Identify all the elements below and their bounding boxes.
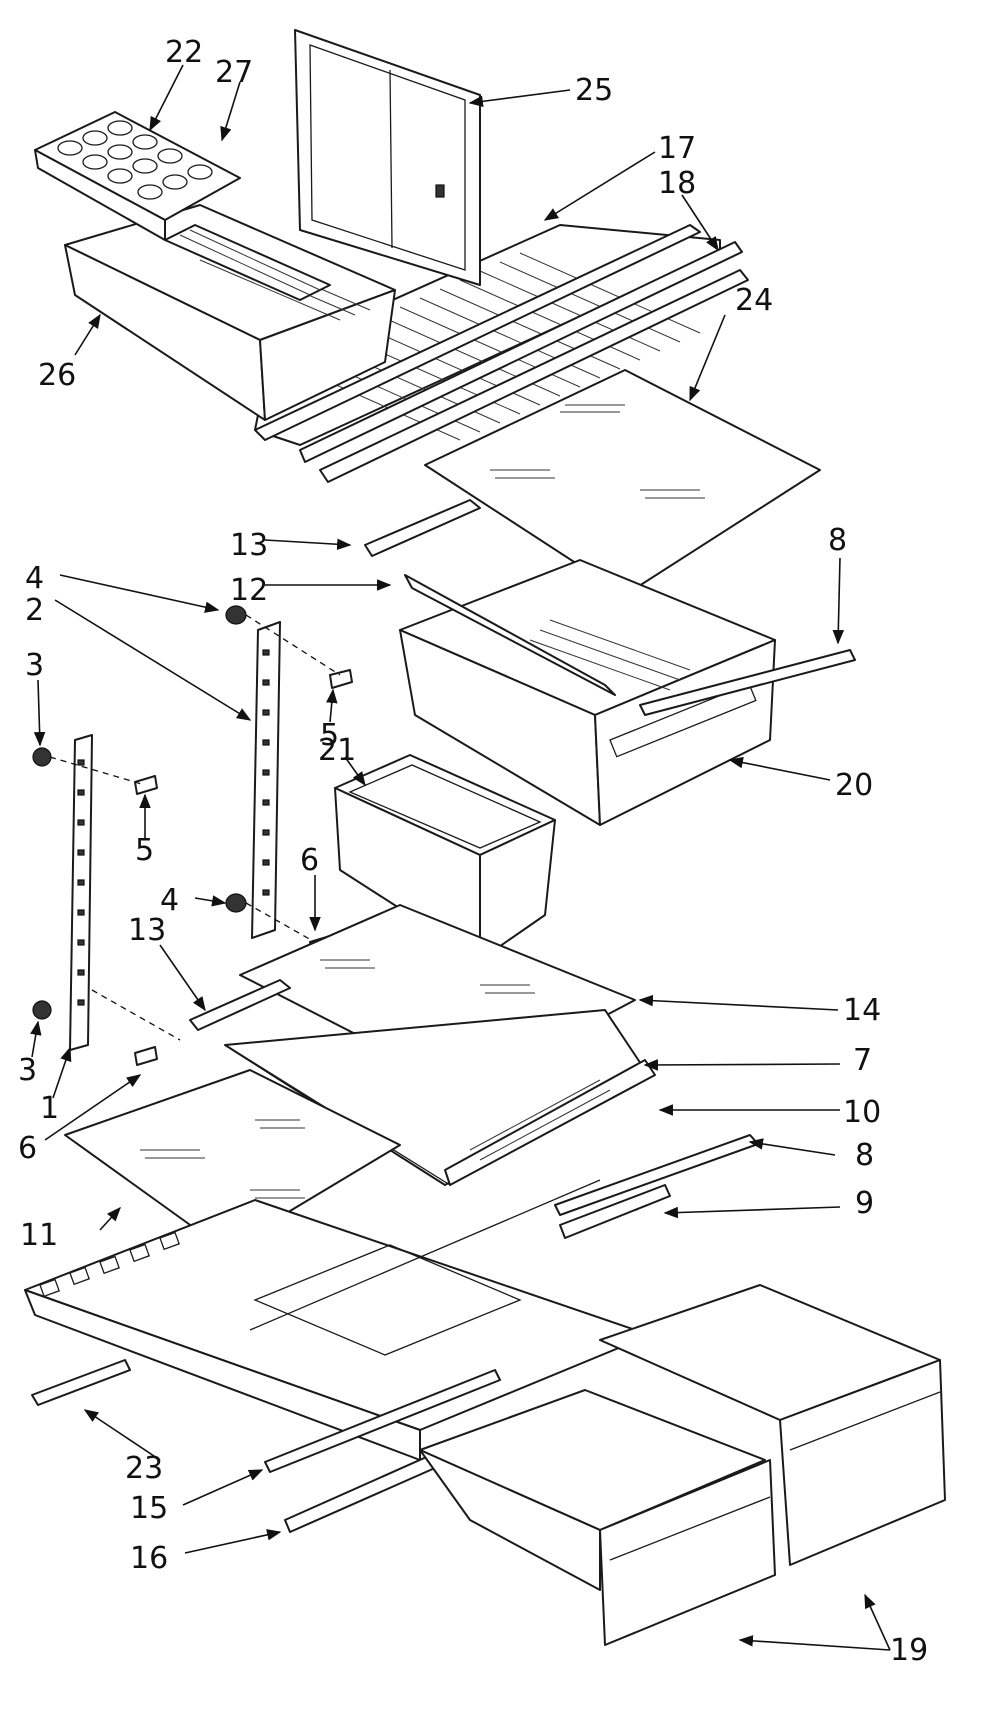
callout-6: 6	[300, 843, 319, 878]
glass-shelf-upper	[424, 369, 821, 596]
freezer-wire-shelf	[254, 224, 749, 483]
callout-27: 27	[215, 55, 253, 90]
tray-rail	[31, 1359, 131, 1406]
callout-21: 21	[318, 733, 356, 768]
callout-2: 2	[25, 593, 44, 628]
freezer-divider-panel	[294, 29, 481, 286]
shelf-ladder-left	[69, 734, 93, 1051]
glass-shelf-lower	[64, 1069, 401, 1251]
callout-24: 24	[735, 283, 773, 318]
callout-4: 4	[25, 561, 44, 596]
shelf-ladder-right	[251, 621, 281, 939]
callout-11: 11	[20, 1218, 58, 1253]
callout-18: 18	[658, 166, 696, 201]
ladder-cap	[225, 893, 247, 913]
callout-19: 19	[890, 1633, 928, 1668]
callout-13: 13	[230, 528, 268, 563]
callout-7: 7	[853, 1043, 872, 1078]
drawer-rail-lower	[554, 1134, 759, 1216]
callout-5: 5	[320, 718, 339, 753]
drawer-slide	[559, 1184, 671, 1239]
callout-20: 20	[835, 768, 873, 803]
screw	[134, 775, 158, 795]
callout-4: 4	[160, 883, 179, 918]
callout-14: 14	[843, 993, 881, 1028]
callout-9: 9	[855, 1186, 874, 1221]
dairy-bin	[334, 754, 556, 961]
drawer-rail-upper	[639, 649, 856, 716]
crisper-drawer-left	[419, 1389, 776, 1646]
shelf-rail-upper	[364, 499, 481, 557]
ice-storage-bin	[64, 204, 396, 421]
callout-5: 5	[135, 833, 154, 868]
ice-tray-shelf	[164, 224, 331, 301]
callout-10: 10	[843, 1095, 881, 1130]
crisper-slide-rail	[264, 1369, 501, 1473]
callout-6: 6	[18, 1131, 37, 1166]
callout-22: 22	[165, 35, 203, 70]
ladder-cap	[225, 605, 247, 625]
callout-16: 16	[130, 1541, 168, 1576]
callout-13: 13	[128, 913, 166, 948]
callout-12: 12	[230, 573, 268, 608]
shelf-rail-lower	[189, 979, 291, 1031]
callout-25: 25	[575, 73, 613, 108]
callout-3: 3	[25, 648, 44, 683]
callout-26: 26	[38, 358, 76, 393]
ladder-cap	[32, 747, 52, 767]
callout-1: 1	[40, 1091, 59, 1126]
callout-15: 15	[130, 1491, 168, 1526]
screw	[329, 669, 353, 689]
callout-8: 8	[828, 523, 847, 558]
callout-8: 8	[855, 1138, 874, 1173]
callout-23: 23	[125, 1451, 163, 1486]
crisper-drawer-right	[599, 1284, 946, 1566]
leader-lines	[30, 64, 891, 1651]
ladder-cap	[32, 1000, 52, 1020]
callout-3: 3	[18, 1053, 37, 1088]
drawer-cover-support	[404, 574, 616, 696]
callout-17: 17	[658, 131, 696, 166]
screw	[134, 1046, 158, 1066]
callout-numbers: 22 27 25 17 18 24 26 13 12 8 4 2 3 5 21 …	[18, 35, 928, 1668]
